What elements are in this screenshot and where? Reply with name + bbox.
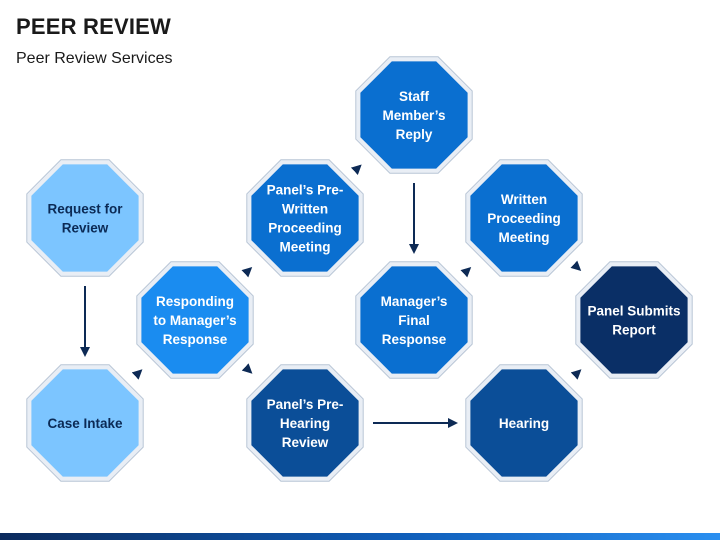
node-final-label-line: Final xyxy=(398,313,430,328)
node-final-label-line: Manager’s xyxy=(381,294,448,309)
page-subtitle: Peer Review Services xyxy=(16,50,173,67)
node-hearing-shape xyxy=(470,369,578,477)
connectors xyxy=(80,164,582,428)
node-prewritten-shape xyxy=(251,164,359,272)
node-intake-label-line: Case Intake xyxy=(47,416,123,431)
node-responding-shape xyxy=(141,266,249,374)
node-prehearing-label-line: Hearing xyxy=(280,416,330,431)
node-staff-label-line: Staff xyxy=(399,89,430,104)
arrow-hearing-to-submits xyxy=(570,369,582,380)
node-written-label-line: Written xyxy=(501,192,547,207)
node-prewritten-label-line: Proceeding xyxy=(268,221,342,236)
node-prewritten-label-line: Panel’s Pre- xyxy=(267,183,344,198)
node-request-label-line: Request for xyxy=(47,202,123,217)
node-intake-shape xyxy=(31,369,139,477)
node-prewritten-label-line: Written xyxy=(282,202,328,217)
node-submits-shape xyxy=(580,266,688,374)
page-title: PEER REVIEW xyxy=(16,14,172,39)
node-prehearing-shape xyxy=(251,369,359,477)
node-prehearing-label-line: Panel’s Pre- xyxy=(267,397,344,412)
node-hearing: Hearing xyxy=(465,364,583,482)
node-prehearing-label-line: Review xyxy=(282,435,329,450)
node-final-shape xyxy=(360,266,468,374)
node-hearing-label-line: Hearing xyxy=(499,416,549,431)
node-request-label-line: Review xyxy=(62,221,109,236)
arrow-responding-to-prewritten xyxy=(241,266,253,278)
arrow-final-to-written xyxy=(460,266,472,278)
node-staff-shape xyxy=(360,61,468,169)
arrow-prewritten-to-staff xyxy=(350,164,362,175)
arrow-written-to-submits xyxy=(570,260,582,272)
node-request-shape xyxy=(31,164,139,272)
node-responding-label-line: to Manager’s xyxy=(153,313,236,328)
node-staff-label-line: Reply xyxy=(396,127,433,142)
node-written-shape xyxy=(470,164,578,272)
node-responding-label-line: Response xyxy=(163,332,228,347)
arrow-intake-to-responding xyxy=(131,369,143,380)
node-written-label-line: Meeting xyxy=(498,230,549,245)
node-prewritten-label-line: Meeting xyxy=(279,240,330,255)
node-submits-label-line: Panel Submits xyxy=(587,304,680,319)
node-written-label-line: Proceeding xyxy=(487,211,561,226)
node-responding-label-line: Responding xyxy=(156,294,234,309)
arrow-responding-to-prehearing xyxy=(241,363,253,374)
bottom-accent-bar xyxy=(0,533,720,540)
node-intake: Case Intake xyxy=(26,364,144,482)
node-submits-label-line: Report xyxy=(612,323,656,338)
node-staff-label-line: Member’s xyxy=(382,108,445,123)
node-final-label-line: Response xyxy=(382,332,447,347)
